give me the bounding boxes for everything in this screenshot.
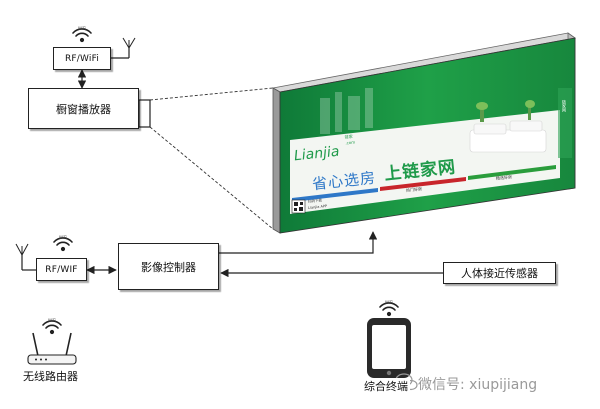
billboard-side-text: 链家网 — [562, 100, 567, 112]
bar-green — [468, 165, 556, 180]
proximity-sensor-box: 人体接近传感器 — [443, 262, 556, 284]
billboard-logo-small: 链家 .com — [344, 133, 356, 146]
sofa-icon — [469, 100, 547, 153]
router-icon — [27, 332, 77, 365]
terminal-caption: 综合终端 — [362, 378, 410, 394]
image-controller-label: 影像控制器 — [141, 260, 196, 274]
player-lens — [138, 99, 151, 128]
antenna-icon — [15, 37, 136, 256]
rf-wif-left-box: RF/WIF — [36, 258, 87, 281]
qr-code-icon — [291, 199, 306, 214]
tablet-icon — [367, 318, 411, 378]
watermark-text: 微信号: xiupijiang — [418, 377, 538, 393]
bar-red — [380, 177, 466, 191]
billboard — [271, 32, 577, 234]
watermark: 微信号: xiupijiang — [418, 374, 537, 394]
connectors — [21, 48, 443, 278]
rf-wifi-top-label: RF/WiFi — [64, 53, 100, 64]
rf-wifi-top-box: RF/WiFi — [53, 47, 111, 70]
wifi-caption: WiFi — [77, 26, 87, 31]
rf-wif-left-label: RF/WIF — [45, 264, 78, 275]
wifi-caption: WiFi — [47, 318, 57, 323]
projection-lines — [149, 87, 274, 230]
window-player-box: 橱窗播放器 — [28, 88, 139, 129]
wifi-caption: WiFi — [58, 235, 68, 240]
proximity-sensor-label: 人体接近传感器 — [461, 267, 538, 280]
wifi-caption: WiFi — [384, 300, 394, 305]
wifi-icon — [42, 28, 399, 335]
bar-blue — [292, 188, 378, 202]
image-controller-box: 影像控制器 — [118, 243, 219, 290]
window-player-label: 橱窗播放器 — [56, 102, 111, 116]
router-caption: 无线路由器 — [23, 370, 78, 383]
